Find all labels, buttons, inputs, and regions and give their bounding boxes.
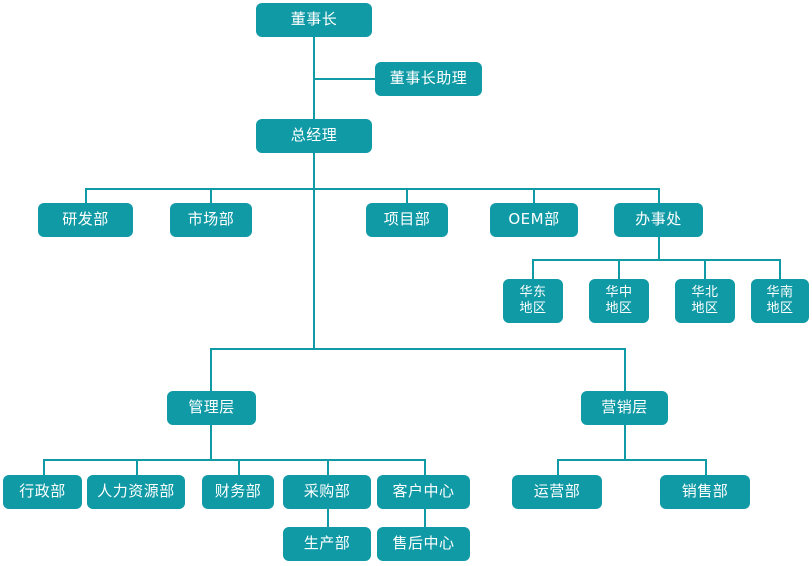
node-chairman[interactable]: 董事长	[256, 3, 372, 37]
connector-management-drop	[210, 348, 212, 392]
connector-project-drop	[406, 188, 408, 203]
node-market-dept[interactable]: 市场部	[170, 203, 252, 237]
connector-hr-drop	[136, 459, 138, 476]
connector-region-east-drop	[532, 259, 534, 280]
connector-sales-drop	[705, 459, 707, 476]
connector-layer-bus	[210, 348, 625, 350]
node-region-east[interactable]: 华东 地区	[503, 279, 563, 323]
node-project-dept[interactable]: 项目部	[366, 203, 448, 237]
node-region-south[interactable]: 华南 地区	[751, 279, 809, 323]
node-chairman-assistant[interactable]: 董事长助理	[375, 62, 482, 96]
node-rnd-dept[interactable]: 研发部	[38, 203, 133, 237]
connector-gm-to-tier2-bus	[313, 153, 315, 189]
connector-gm-long-trunk	[313, 188, 315, 349]
node-production-dept[interactable]: 生产部	[283, 527, 371, 561]
connector-region-south-drop	[779, 259, 781, 280]
node-customer-center[interactable]: 客户中心	[377, 475, 470, 509]
node-operations-dept[interactable]: 运营部	[512, 475, 602, 509]
connector-tier2-bus	[85, 188, 659, 190]
connector-office-down	[658, 237, 660, 260]
connector-region-bus	[532, 259, 780, 261]
connector-rnd-drop	[85, 188, 87, 203]
node-region-north[interactable]: 华北 地区	[675, 279, 735, 323]
connector-finance-drop	[238, 459, 240, 476]
node-purchasing-dept[interactable]: 采购部	[283, 475, 371, 509]
node-admin-dept[interactable]: 行政部	[3, 475, 82, 509]
connector-region-central-drop	[618, 259, 620, 280]
connector-operations-drop	[557, 459, 559, 476]
connector-market-drop	[210, 188, 212, 203]
node-marketing-layer[interactable]: 营销层	[581, 391, 668, 425]
node-management-layer[interactable]: 管理层	[167, 391, 256, 425]
connector-purchasing-to-production	[327, 509, 329, 528]
connector-office-drop	[658, 188, 660, 203]
connector-marketing-down	[624, 425, 626, 460]
connector-customer-to-aftersales	[424, 509, 426, 528]
connector-management-down	[210, 425, 212, 460]
node-general-manager[interactable]: 总经理	[256, 119, 372, 153]
node-aftersales-center[interactable]: 售后中心	[377, 527, 470, 561]
connector-assistant-stub	[313, 78, 375, 80]
connector-purchasing-drop	[327, 459, 329, 476]
connector-admin-drop	[43, 459, 45, 476]
node-oem-dept[interactable]: OEM部	[490, 203, 578, 237]
connector-marketing-drop	[624, 348, 626, 392]
connector-region-north-drop	[704, 259, 706, 280]
node-finance-dept[interactable]: 财务部	[202, 475, 274, 509]
node-hr-dept[interactable]: 人力资源部	[87, 475, 185, 509]
connector-management-bus	[43, 459, 424, 461]
node-region-central[interactable]: 华中 地区	[589, 279, 649, 323]
connector-marketing-bus	[557, 459, 706, 461]
connector-customer-drop	[424, 459, 426, 476]
node-office[interactable]: 办事处	[614, 203, 703, 237]
node-sales-dept[interactable]: 销售部	[660, 475, 750, 509]
connector-oem-drop	[533, 188, 535, 203]
